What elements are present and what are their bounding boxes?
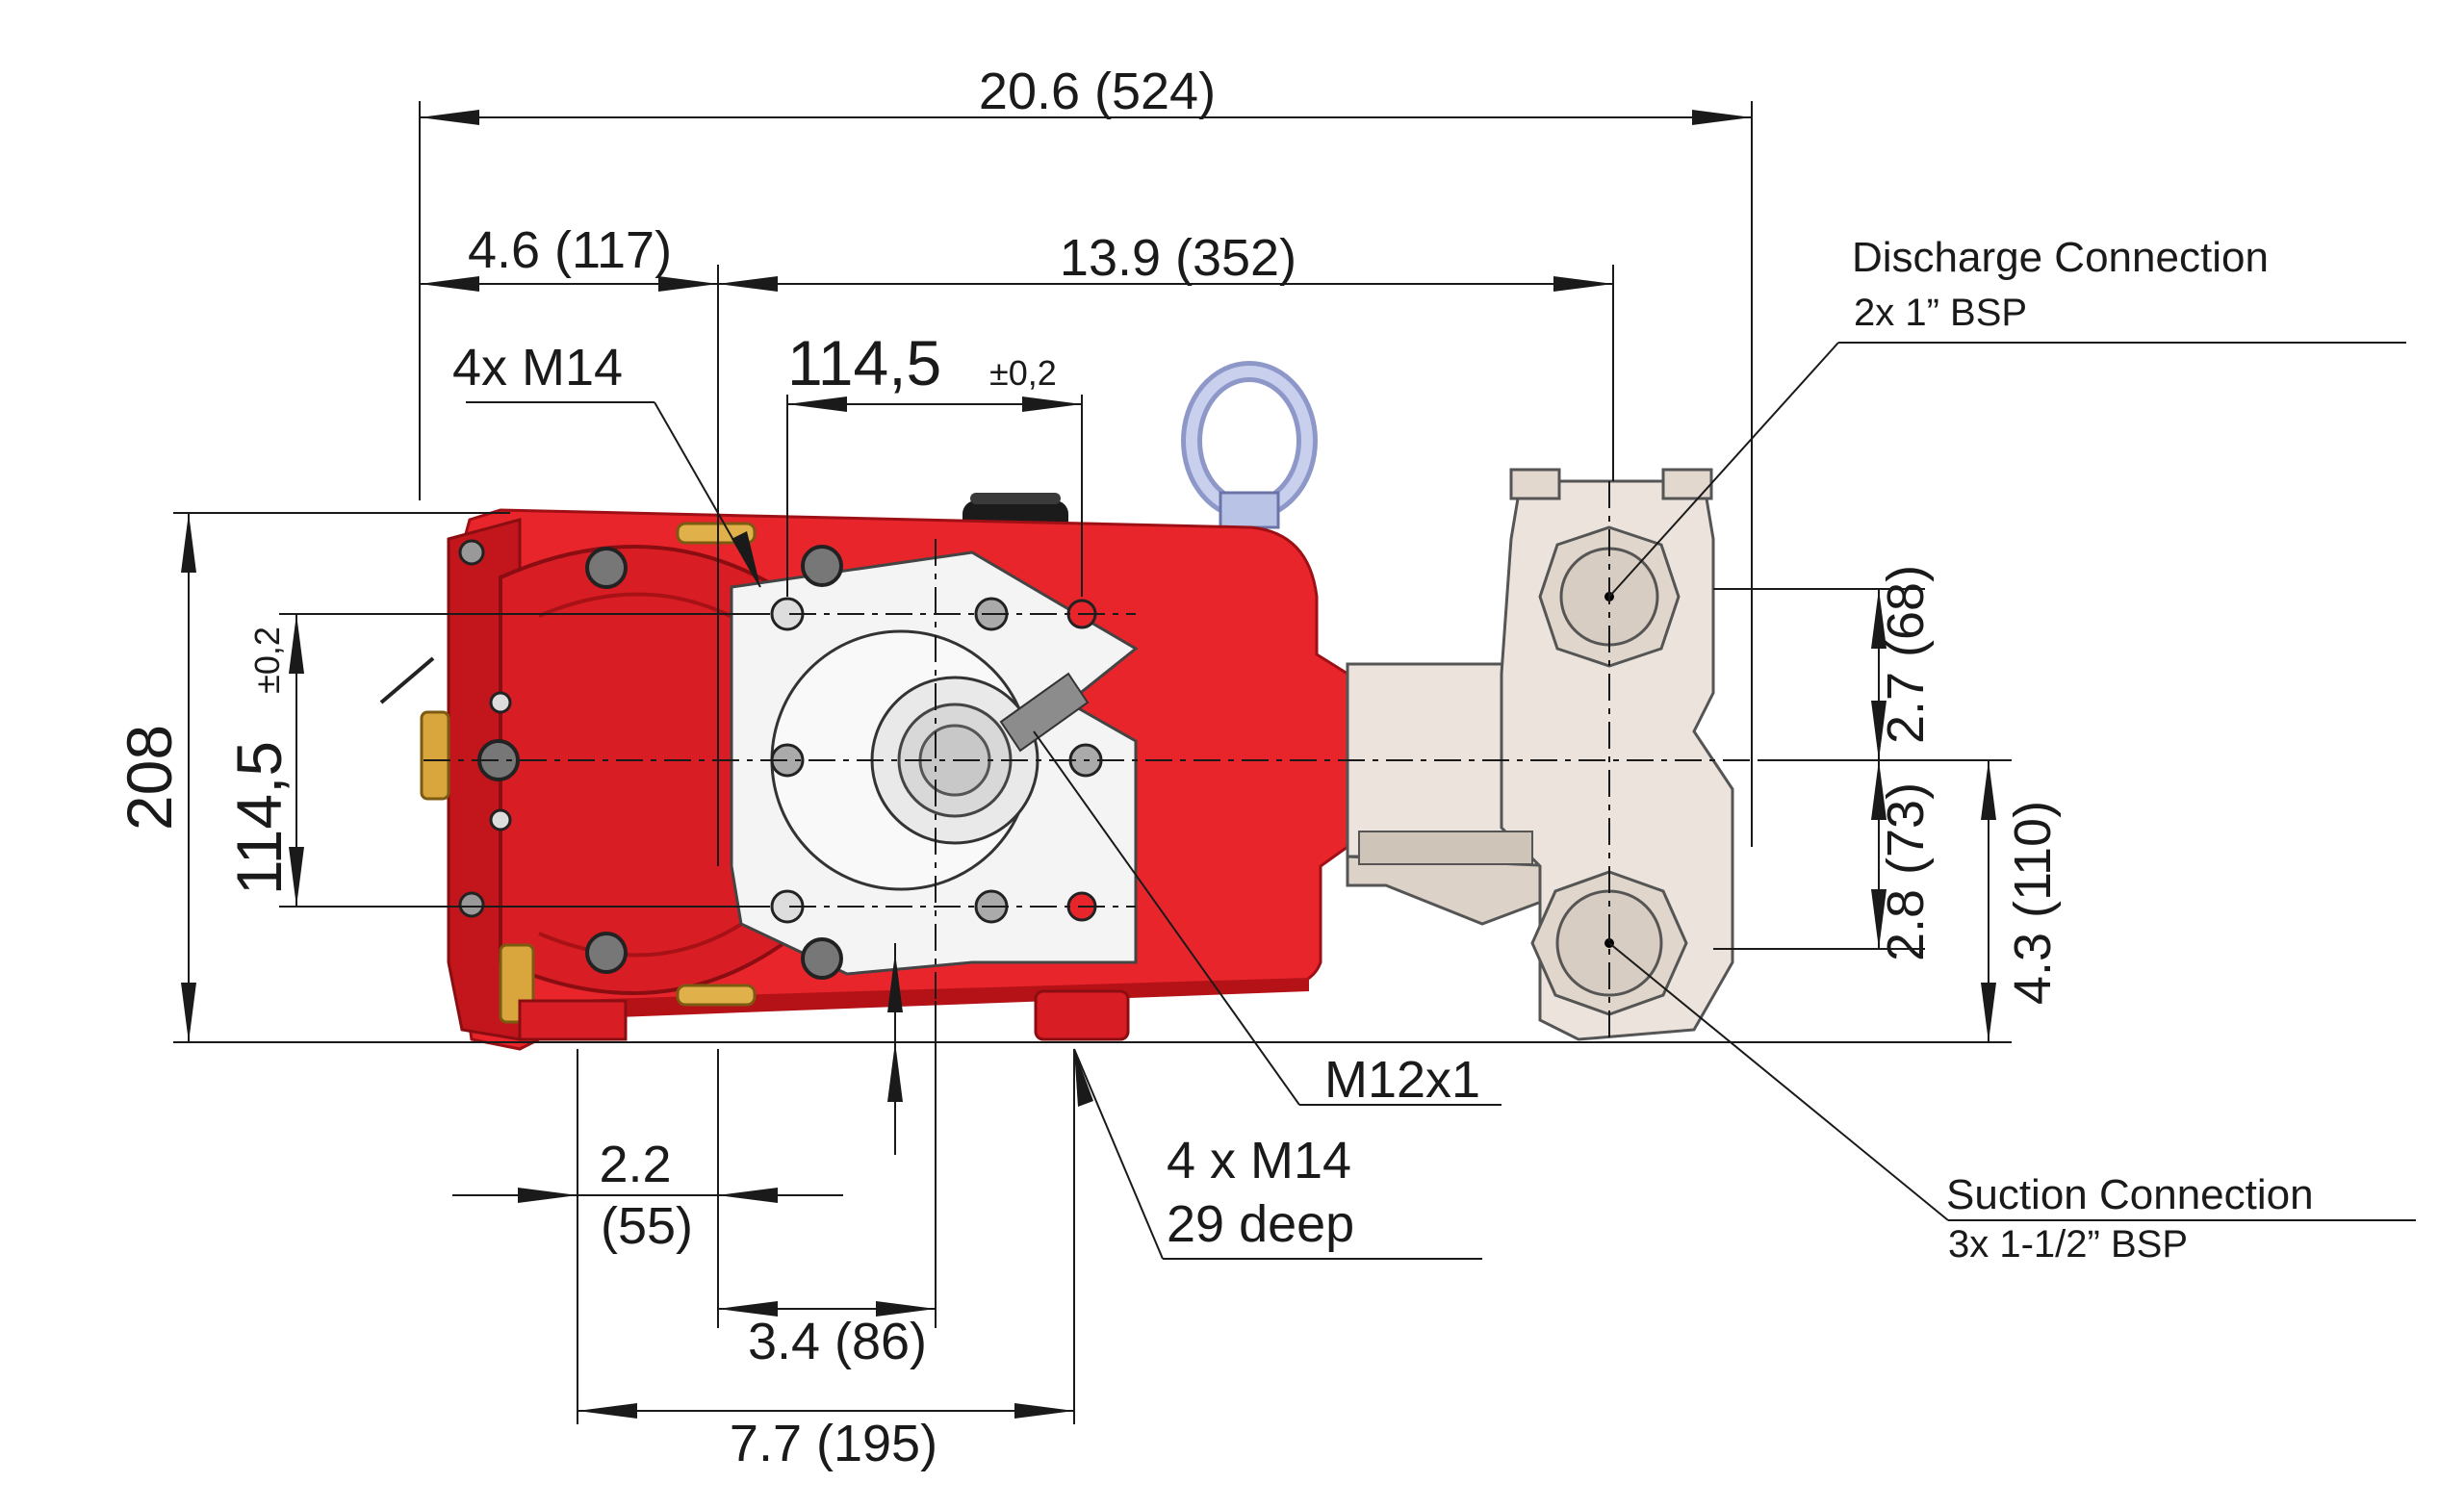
pump-manifold	[1346, 468, 1734, 1041]
dim-foot-offset-value: 2.2	[599, 1136, 671, 1193]
leader-lines	[466, 342, 2416, 1260]
mounting-feet	[518, 989, 1130, 1041]
callout-labels: 4x M14 M12x1 4 x M14 29 deep Discharge C…	[452, 234, 2314, 1266]
dim-overall-length: 20.6 (524)	[979, 63, 1216, 120]
eye-bolt	[1181, 361, 1318, 529]
pump-illustration	[379, 361, 1734, 1051]
center-lines	[424, 481, 1761, 1039]
dim-shaft-offset: 3.4 (86)	[748, 1313, 927, 1370]
dim-overall-height: 208	[114, 725, 185, 831]
dim-rear-to-mount: 4.6 (117)	[468, 221, 672, 279]
dimension-geometry	[173, 101, 2012, 1424]
dim-discharge-upper: 2.7 (68)	[1877, 565, 1935, 744]
dim-side-bolt-tolerance: ±0,2	[247, 627, 287, 694]
callout-foot-thread-depth: 29 deep	[1167, 1195, 1354, 1253]
dim-mount-to-discharge: 13.9 (352)	[1060, 229, 1296, 287]
callout-foot-threads: 4 x M14	[1167, 1132, 1351, 1189]
callout-discharge-spec: 2x 1” BSP	[1854, 292, 2027, 334]
callout-suction-title: Suction Connection	[1946, 1171, 2314, 1218]
brass-fittings	[379, 522, 757, 1024]
dim-suction-height: 4.3 (110)	[2004, 801, 2062, 1005]
callout-shaft-thread: M12x1	[1324, 1051, 1480, 1109]
callout-discharge-title: Discharge Connection	[1852, 234, 2269, 281]
dim-top-bolt-spacing: 114,5	[787, 327, 941, 398]
dim-top-bolt-tolerance: ±0,2	[989, 353, 1057, 393]
callout-suction-spec: 3x 1-1/2” BSP	[1948, 1223, 2188, 1266]
dim-foot-spacing: 7.7 (195)	[730, 1415, 937, 1472]
dim-discharge-lower: 2.8 (73)	[1877, 782, 1935, 961]
dim-foot-offset-mm: (55)	[601, 1197, 693, 1255]
callout-top-threads: 4x M14	[452, 339, 623, 396]
dimension-labels: 20.6 (524) 4.6 (117) 13.9 (352) 114,5 ±0…	[114, 63, 2062, 1472]
dim-side-bolt-spacing: 114,5	[223, 741, 295, 895]
